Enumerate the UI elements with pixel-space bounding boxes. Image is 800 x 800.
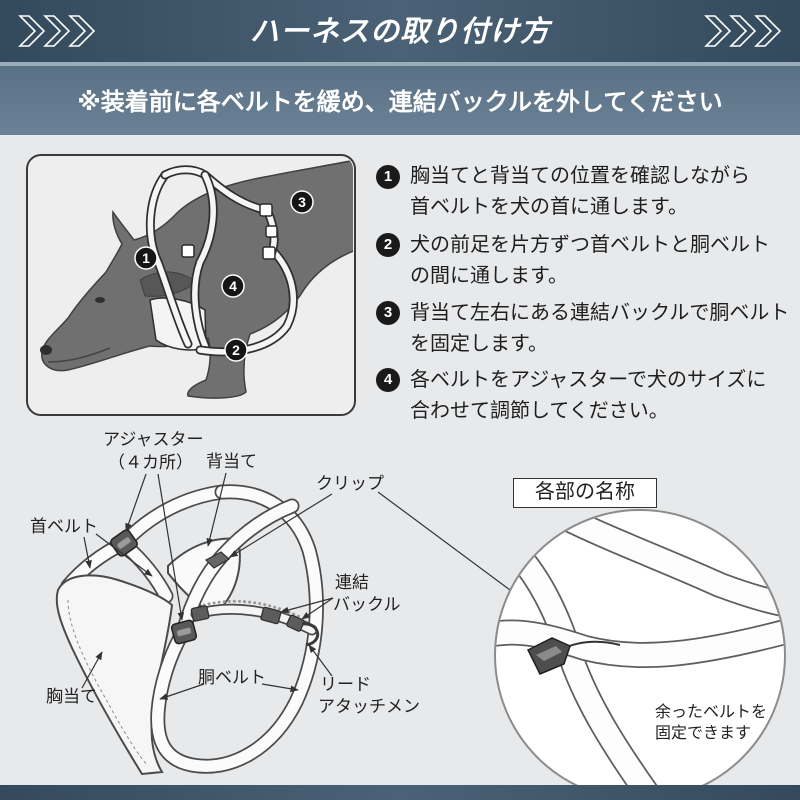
step-2: 2 犬の前足を片方ずつ首ベルトと胴ベルト の間に通します。 — [376, 230, 796, 292]
step-number-badge: 2 — [376, 233, 400, 257]
step-text: 犬の前足を片方ずつ首ベルトと胴ベルト の間に通します。 — [410, 230, 770, 292]
leader-lines — [81, 472, 511, 700]
step-number-badge: 3 — [376, 301, 400, 325]
badge-number: 1 — [142, 250, 150, 266]
step-line: 各ベルトをアジャスターで犬のサイズに — [410, 368, 767, 391]
step-line: 合わせて調節してください。 — [410, 399, 669, 422]
step-4: 4 各ベルトをアジャスターで犬のサイズに 合わせて調節してください。 — [376, 365, 796, 427]
dog-harness — [150, 170, 293, 352]
harness-diagram — [55, 492, 319, 776]
clip — [205, 551, 231, 569]
zoom-caption-line1: 余ったベルトを — [655, 704, 768, 721]
dog-step-badge-2: 2 — [224, 338, 248, 362]
label-adjuster: アジャスター — [103, 430, 204, 449]
label-back-pad: 背当て — [206, 452, 257, 471]
step-1: 1 胸当てと背当ての位置を確認しながら 首ベルトを犬の首に通します。 — [376, 161, 796, 223]
step-number-badge: 4 — [376, 368, 400, 392]
zoom-caption-line2: 固定できます — [655, 725, 752, 742]
dog-step-badge-4: 4 — [221, 274, 245, 298]
chevron-right-icon — [704, 15, 782, 47]
lead-attachment-ring — [301, 622, 319, 647]
clip-zoom-detail — [494, 509, 786, 800]
label-chest-pad: 胸当て — [46, 687, 97, 706]
adjuster — [170, 619, 198, 645]
label-lead-line1: リード — [320, 675, 371, 694]
dog-illustration-panel: 1 2 3 4 — [26, 154, 356, 416]
step-number-badge: 1 — [376, 164, 400, 189]
step-line: 首ベルトを犬の首に通します。 — [410, 196, 688, 218]
clip-icon — [526, 637, 571, 675]
badge-number: 3 — [298, 194, 306, 210]
step-text: 各ベルトをアジャスターで犬のサイズに 合わせて調節してください。 — [410, 365, 766, 427]
label-clip: クリップ — [316, 474, 384, 493]
buckle-strap — [196, 599, 312, 630]
step-text: 背当て左右にある連結バックルで胴ベルト を固定します。 — [410, 298, 789, 360]
notice-banner — [0, 66, 800, 135]
label-buckle-line2: バックル — [333, 595, 401, 614]
label-girth-belt: 胴ベルト — [198, 668, 266, 687]
step-line: 犬の前足を片方ずつ首ベルトと胴ベルト — [410, 233, 770, 256]
step-line: を固定します。 — [410, 332, 548, 355]
parts-section-title: 各部の名称 — [513, 478, 657, 508]
dog-step-badge-1: 1 — [134, 246, 158, 270]
footer-bar — [0, 785, 800, 800]
header-divider — [0, 62, 800, 66]
dog-illustration: 1 2 3 4 — [40, 159, 353, 399]
notice-text: ※装着前に各ベルトを緩め、連結バックルを外してください — [77, 89, 723, 116]
back-strap — [124, 492, 222, 543]
label-buckle-line1: 連結 — [335, 573, 369, 592]
header-banner — [0, 0, 800, 62]
connecting-buckle — [190, 605, 305, 632]
step-line: の間に通します。 — [410, 264, 568, 287]
badge-number: 2 — [232, 342, 240, 358]
step-3: 3 背当て左右にある連結バックルで胴ベルト を固定します。 — [376, 298, 796, 360]
page-title: ハーネスの取り付け方 — [249, 16, 550, 48]
label-neck-belt: 首ベルト — [30, 517, 98, 536]
label-lead-line2: アタッチメン — [318, 697, 420, 716]
chevron-right-icon — [18, 15, 96, 47]
dog-step-badge-3: 3 — [290, 190, 314, 214]
step-text: 胸当てと背当ての位置を確認しながら 首ベルトを犬の首に通します。 — [410, 161, 750, 223]
label-adjuster-count: （４カ所） — [108, 453, 193, 472]
step-line: 背当て左右にある連結バックルで胴ベルト — [410, 301, 790, 324]
step-line: 胸当てと背当ての位置を確認しながら — [410, 165, 750, 187]
badge-number: 4 — [229, 278, 237, 294]
